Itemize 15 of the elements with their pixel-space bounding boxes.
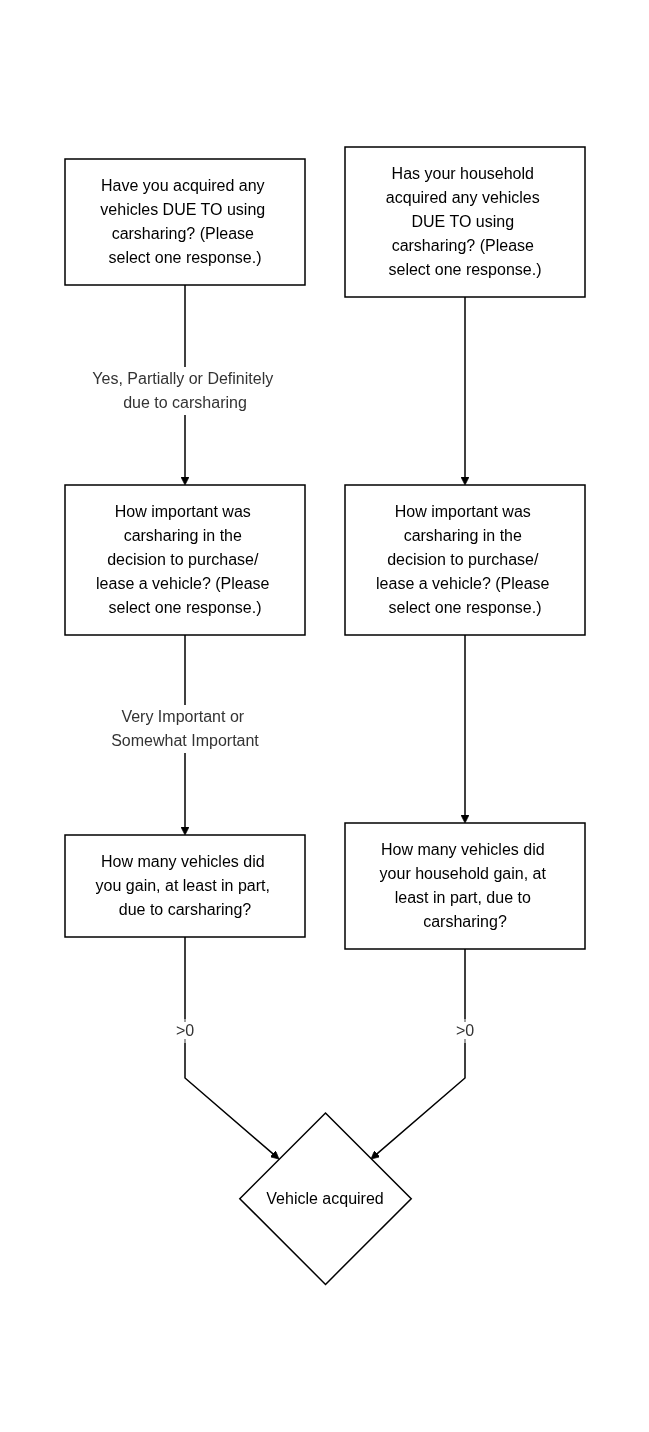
arrow [460, 634, 469, 824]
node-box: Have you acquired any vehicles DUE TO using carsharing? (Please select one response.) [63, 158, 306, 287]
edge-label: >0 [455, 1022, 474, 1040]
edge-label: Very Important or Somewhat Important [110, 708, 259, 750]
node-box: How many vehicles did you gain, at least in part, due to carsharing? [63, 834, 306, 939]
node-box: How important was carsharing in the decision to purchase/ lease a vehicle? (Please select one response.) [343, 484, 586, 637]
node-box: Has your household acquired any vehicles DUE TO using carsharing? (Please select one response.) [343, 146, 586, 299]
node-diamond: Vehicle acquired [238, 1112, 412, 1286]
arrow [183, 936, 279, 1160]
arrow [370, 948, 466, 1160]
node-box: How important was carsharing in the decision to purchase/ lease a vehicle? (Please select one response.) [63, 484, 306, 637]
edge-label: >0 [175, 1022, 194, 1040]
node-box: How many vehicles did your household gain, at least in part, due to carsharing? [343, 822, 586, 951]
edge-label: Yes, Partially or Definitely due to carsharing [91, 370, 273, 412]
arrow [460, 296, 469, 486]
